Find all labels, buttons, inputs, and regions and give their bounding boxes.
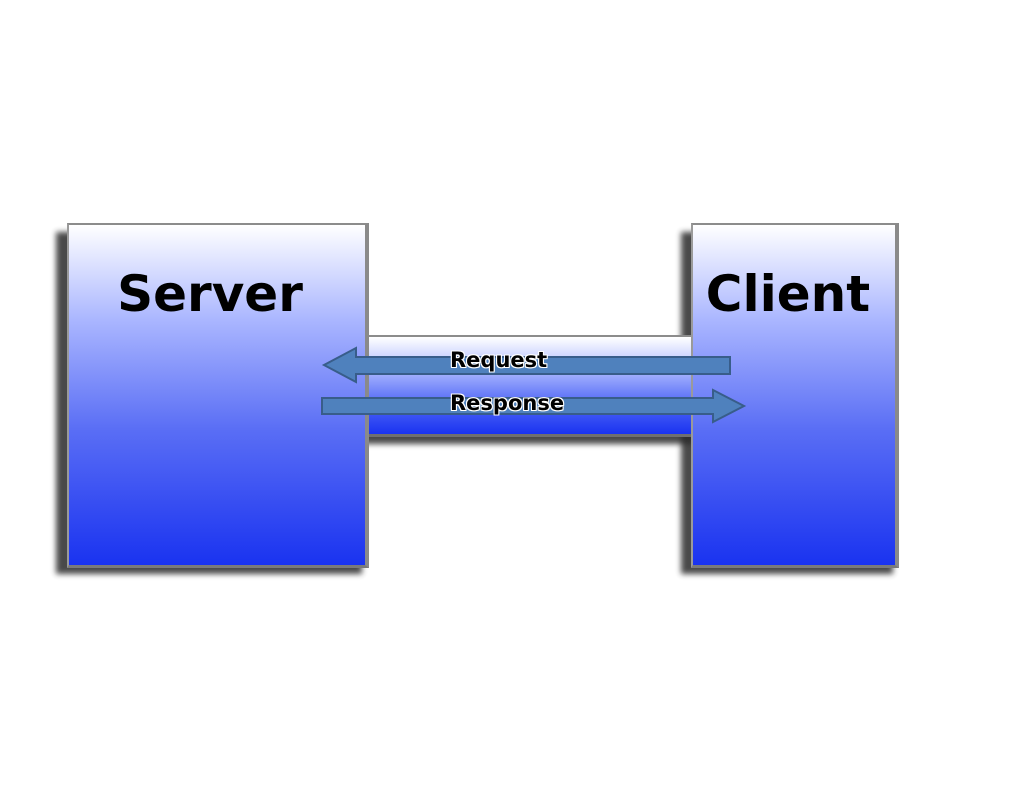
response-arrow bbox=[321, 388, 747, 424]
response-label: Response bbox=[450, 391, 565, 415]
server-label: Server bbox=[117, 265, 303, 323]
connector-bar bbox=[367, 335, 693, 437]
request-label: Request bbox=[450, 348, 548, 372]
request-arrow bbox=[321, 346, 731, 384]
client-label: Client bbox=[705, 265, 871, 323]
server-box: Server bbox=[67, 223, 369, 568]
